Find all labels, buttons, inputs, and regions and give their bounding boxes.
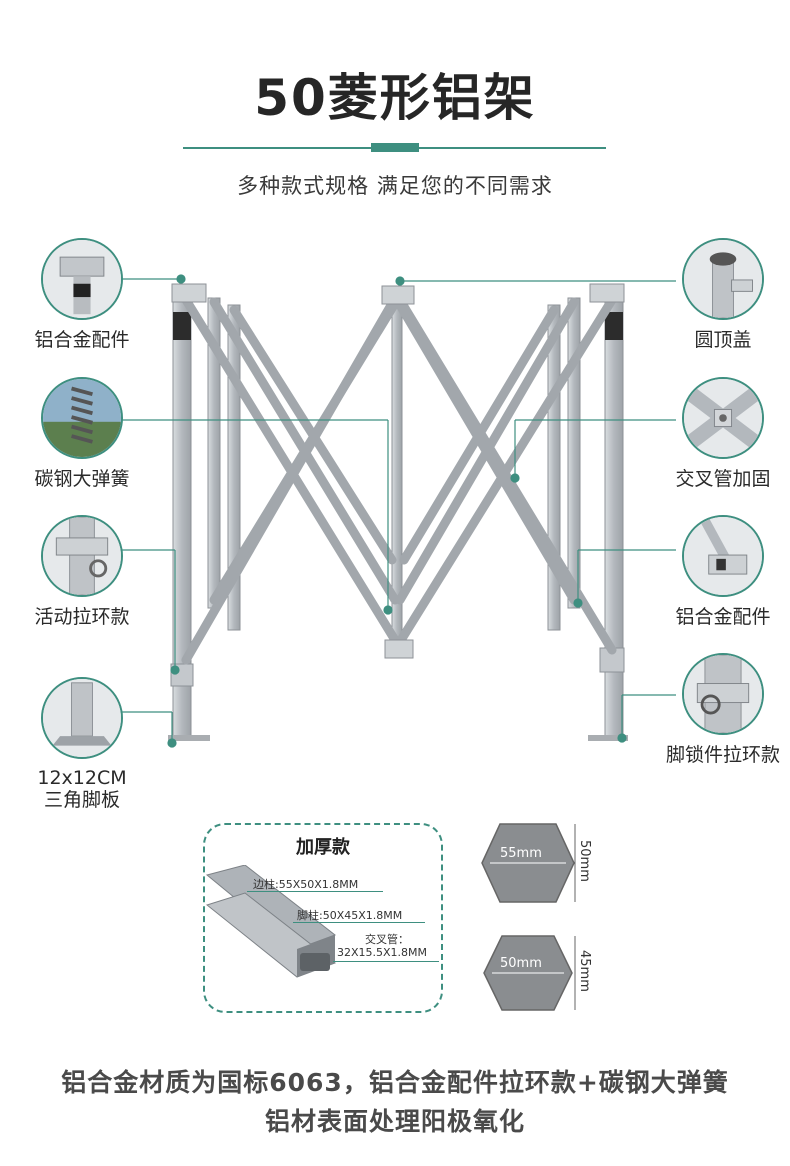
slider-fitting-icon: [682, 515, 764, 597]
spec-underline: [247, 891, 383, 892]
callout-foot-lock: 脚锁件拉环款: [658, 653, 788, 767]
spring-icon: [41, 377, 123, 459]
footer-finish-line: 铝材表面处理阳极氧化: [264, 1107, 525, 1136]
profile-height-label: 45mm: [577, 950, 592, 992]
callout-spring: 碳钢大弹簧: [22, 377, 142, 491]
callout-label: 脚锁件拉环款: [665, 744, 780, 766]
thickened-title: 加厚款: [296, 837, 350, 858]
title-divider-accent: [371, 143, 419, 152]
callout-corner-fitting: 铝合金配件: [22, 238, 142, 352]
foot-lock-ring-icon: [682, 653, 764, 735]
callout-slider-fitting: 铝合金配件: [658, 515, 788, 629]
profile-height-label: 50mm: [577, 840, 592, 882]
callout-foot-plate: 12x12CM 三角脚板: [22, 677, 142, 811]
profile-width-label: 55mm: [500, 846, 542, 861]
foot-plate-icon: [41, 677, 123, 759]
profile-55x50: 55mm 50mm: [478, 822, 598, 904]
spec-underline: [293, 922, 425, 923]
foot-plate-size: 12x12CM: [37, 767, 127, 789]
dome-cap-icon: [682, 238, 764, 320]
spec-cross-tube-value: 32X15.5X1.8MM: [337, 946, 428, 959]
callout-label-foot-plate: 12x12CM 三角脚板: [22, 767, 142, 811]
spec-side-post: 边柱:55X50X1.8MM: [253, 878, 359, 891]
foot-plate-name: 三角脚板: [43, 789, 120, 811]
corner-fitting-icon: [41, 238, 123, 320]
callout-dome-cap: 圆顶盖: [658, 238, 788, 352]
spec-underline: [333, 961, 439, 962]
profile-width-label: 50mm: [500, 956, 542, 971]
cross-tube-icon: [682, 377, 764, 459]
callout-label: 圆顶盖: [694, 329, 752, 351]
page-subtitle: 多种款式规格 满足您的不同需求: [237, 174, 553, 198]
spec-leg-post: 脚柱:50X45X1.8MM: [297, 909, 403, 922]
callout-label: 碳钢大弹簧: [34, 468, 130, 490]
callout-pull-ring: 活动拉环款: [22, 515, 142, 629]
tent-frame-illustration: [114, 274, 676, 748]
callout-cross-tube: 交叉管加固: [658, 377, 788, 491]
thickened-spec-panel: 加厚款 边柱:55X50X1.8MM 脚柱:50X45X1.8MM 交叉管： 3…: [203, 823, 443, 1013]
pull-ring-icon: [41, 515, 123, 597]
page-title: 50菱形铝架: [254, 69, 536, 127]
callout-label: 铝合金配件: [34, 329, 130, 351]
spec-cross-tube-label: 交叉管：: [365, 933, 409, 946]
callout-label: 活动拉环款: [34, 606, 130, 628]
callout-label: 铝合金配件: [675, 606, 771, 628]
footer-material-line: 铝合金材质为国标6063，铝合金配件拉环款+碳钢大弹簧: [61, 1068, 729, 1097]
callout-label: 交叉管加固: [675, 468, 771, 490]
profile-50x45: 50mm 45mm: [478, 932, 598, 1014]
tube-profile-illustration: [205, 865, 337, 978]
